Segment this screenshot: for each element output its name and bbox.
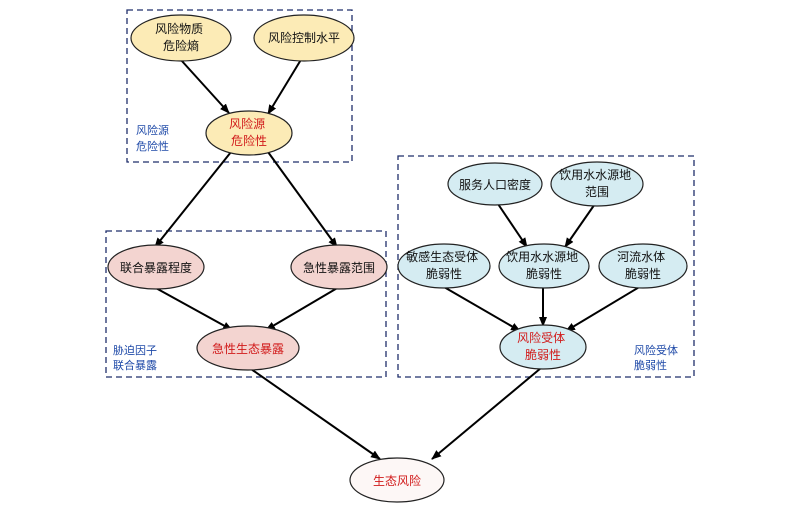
node-material-hazard: 风险物质 危险熵 <box>130 14 232 62</box>
svg-text:急性生态暴露: 急性生态暴露 <box>212 341 284 356</box>
edge-source-to-joint <box>154 151 232 248</box>
svg-text:联合暴露程度: 联合暴露程度 <box>120 260 192 275</box>
svg-text:生态风险: 生态风险 <box>373 473 421 488</box>
node-population-density: 服务人口密度 <box>447 162 543 206</box>
exposure-group-label: 胁迫因子 联合暴露 <box>113 343 161 372</box>
exposure-group-box <box>105 230 387 378</box>
edge-source-to-range <box>267 151 338 248</box>
node-acute-exposure: 急性生态暴露 <box>196 325 300 371</box>
svg-text:敏感生态受体 脆弱性: 敏感生态受体 脆弱性 <box>406 249 482 281</box>
source-group-label: 风险源 危险性 <box>136 123 173 153</box>
node-river-vuln: 河流水体 脆弱性 <box>598 243 688 289</box>
edge-control-to-source <box>267 57 303 115</box>
node-receptor-vuln: 风险受体 脆弱性 <box>499 324 587 370</box>
svg-text:急性暴露范围: 急性暴露范围 <box>303 260 375 275</box>
node-sensitive-receptor: 敏感生态受体 脆弱性 <box>397 243 491 289</box>
node-acute-range: 急性暴露范围 <box>290 244 388 290</box>
svg-text:风险源 危险性: 风险源 危险性 <box>229 116 269 148</box>
edge-material-to-source <box>180 59 230 114</box>
edge-river-to-receptor <box>565 285 642 332</box>
edge-sensitive-to-receptor <box>443 286 521 332</box>
svg-text:风险控制水平: 风险控制水平 <box>268 30 340 45</box>
svg-text:饮用水水源地 范围: 饮用水水源地 范围 <box>559 168 635 199</box>
svg-text:饮用水水源地 脆弱性: 饮用水水源地 脆弱性 <box>506 250 582 281</box>
receptor-group-label: 风险受体 脆弱性 <box>634 343 682 372</box>
edge-receptor-to-risk <box>431 367 542 460</box>
svg-text:河流水体 脆弱性: 河流水体 脆弱性 <box>617 250 669 281</box>
source-group-box <box>126 9 353 163</box>
node-joint-degree: 联合暴露程度 <box>107 244 205 290</box>
edge-density-to-water <box>495 200 528 248</box>
svg-text:风险物质 危险熵: 风险物质 危险熵 <box>155 21 207 53</box>
svg-text:风险受体 脆弱性: 风险受体 脆弱性 <box>517 330 569 362</box>
node-water-source-range: 饮用水水源地 范围 <box>550 161 644 207</box>
svg-text:服务人口密度: 服务人口密度 <box>459 177 531 192</box>
edge-waterrange-to-water <box>564 200 598 248</box>
node-water-source-vuln: 饮用水水源地 脆弱性 <box>498 243 590 289</box>
edge-range-to-acute <box>265 286 340 331</box>
node-source-hazard: 风险源 危险性 <box>205 110 293 156</box>
node-eco-risk: 生态风险 <box>349 457 445 503</box>
edge-acute-to-risk <box>250 368 381 460</box>
node-control-level: 风险控制水平 <box>253 14 355 62</box>
edge-joint-to-acute <box>153 286 233 331</box>
